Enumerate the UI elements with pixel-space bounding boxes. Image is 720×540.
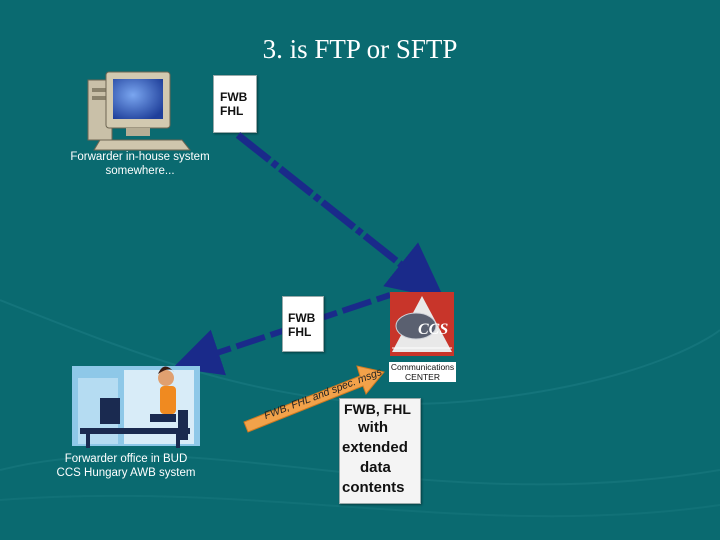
doc-middle-line1: FWB <box>288 311 316 325</box>
ccs-logo-text: CCS <box>418 321 448 338</box>
doc-top-line1: FWB <box>220 90 248 104</box>
bud-caption-line1: Forwarder office in BUD <box>64 453 188 465</box>
inhouse-caption-line1: Forwarder in-house system <box>70 151 210 163</box>
ext-doc-line4: data <box>360 459 391 476</box>
inhouse-caption: Forwarder in-house system somewhere... <box>40 150 240 178</box>
extended-data-document: FWB, FHL with extended data contents <box>339 398 421 504</box>
doc-middle-line2: FHL <box>288 325 312 339</box>
page-title: 3. is FTP or SFTP <box>262 34 458 64</box>
ccs-label-line1: Communications <box>390 362 455 372</box>
arrow-inhouse-to-ccs <box>235 132 445 300</box>
fwb-fhl-document-top: FWB FHL <box>213 75 257 133</box>
bud-caption: Forwarder office in BUD CCS Hungary AWB … <box>36 452 216 480</box>
ccs-label: Communications CENTER <box>389 362 456 382</box>
ext-doc-line5: contents <box>342 479 405 496</box>
doc-top-line2: FHL <box>220 104 244 118</box>
ext-doc-line3: extended <box>342 439 408 456</box>
ext-doc-line1: FWB, FHL <box>344 401 411 417</box>
fwb-fhl-document-middle: FWB FHL <box>282 296 324 352</box>
bud-caption-line2: CCS Hungary AWB system <box>56 467 196 479</box>
inhouse-caption-line2: somewhere... <box>105 165 175 177</box>
ccs-label-line2: CENTER <box>405 372 440 382</box>
ext-doc-line2: with <box>358 419 388 436</box>
orange-arrow <box>243 365 385 433</box>
